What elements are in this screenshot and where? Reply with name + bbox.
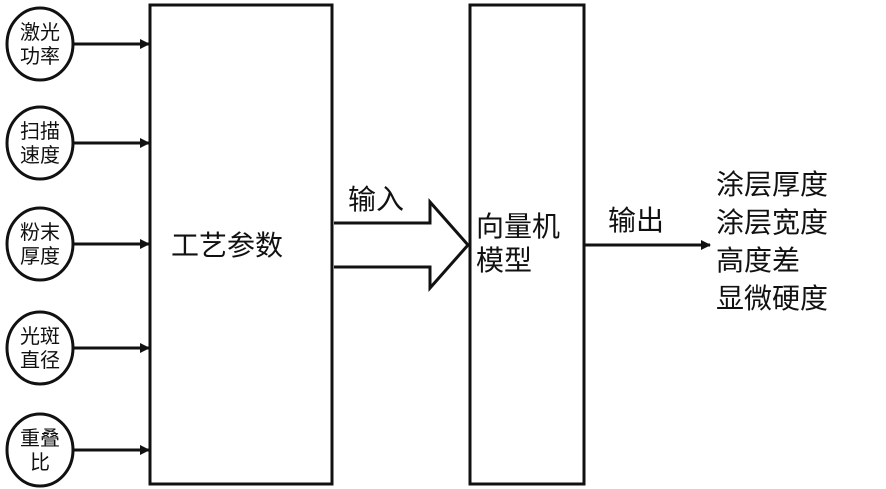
output-item-2: 涂层宽度 bbox=[716, 206, 829, 239]
output-item-3: 高度差 bbox=[716, 244, 801, 277]
input-label-1: 激光 功率 bbox=[10, 20, 70, 68]
input-label-2: 扫描 速度 bbox=[10, 119, 70, 167]
input-label-1-line2: 功率 bbox=[20, 44, 60, 68]
input-label-4: 光斑 直径 bbox=[10, 324, 70, 372]
input-label-3-line2: 厚度 bbox=[20, 244, 60, 268]
model-box-label-line2: 模型 bbox=[476, 244, 533, 277]
input-label-3-line1: 粉末 bbox=[20, 220, 60, 244]
output-arrow-label: 输出 bbox=[608, 204, 665, 237]
process-box-label: 工艺参数 bbox=[171, 229, 284, 262]
output-list: 涂层厚度 涂层宽度 高度差 显微硬度 bbox=[716, 166, 828, 318]
model-box bbox=[468, 3, 586, 486]
process-box bbox=[148, 3, 334, 486]
input-label-2-line1: 扫描 bbox=[20, 119, 60, 143]
output-item-4: 显微硬度 bbox=[716, 282, 829, 315]
input-label-5: 重叠 比 bbox=[10, 426, 70, 474]
model-box-label: 向量机 模型 bbox=[476, 210, 560, 278]
output-item-1: 涂层厚度 bbox=[716, 168, 829, 201]
input-arrow-label: 输入 bbox=[348, 183, 405, 216]
input-label-4-line2: 直径 bbox=[20, 348, 60, 372]
input-label-5-line2: 比 bbox=[30, 450, 50, 474]
input-label-5-line1: 重叠 bbox=[20, 426, 60, 450]
hollow-input-arrow bbox=[334, 198, 471, 292]
input-label-3: 粉末 厚度 bbox=[10, 220, 70, 268]
input-label-1-line1: 激光 bbox=[20, 20, 60, 44]
model-box-label-line1: 向量机 bbox=[476, 210, 561, 243]
input-label-2-line2: 速度 bbox=[20, 143, 60, 167]
input-label-4-line1: 光斑 bbox=[20, 324, 60, 348]
